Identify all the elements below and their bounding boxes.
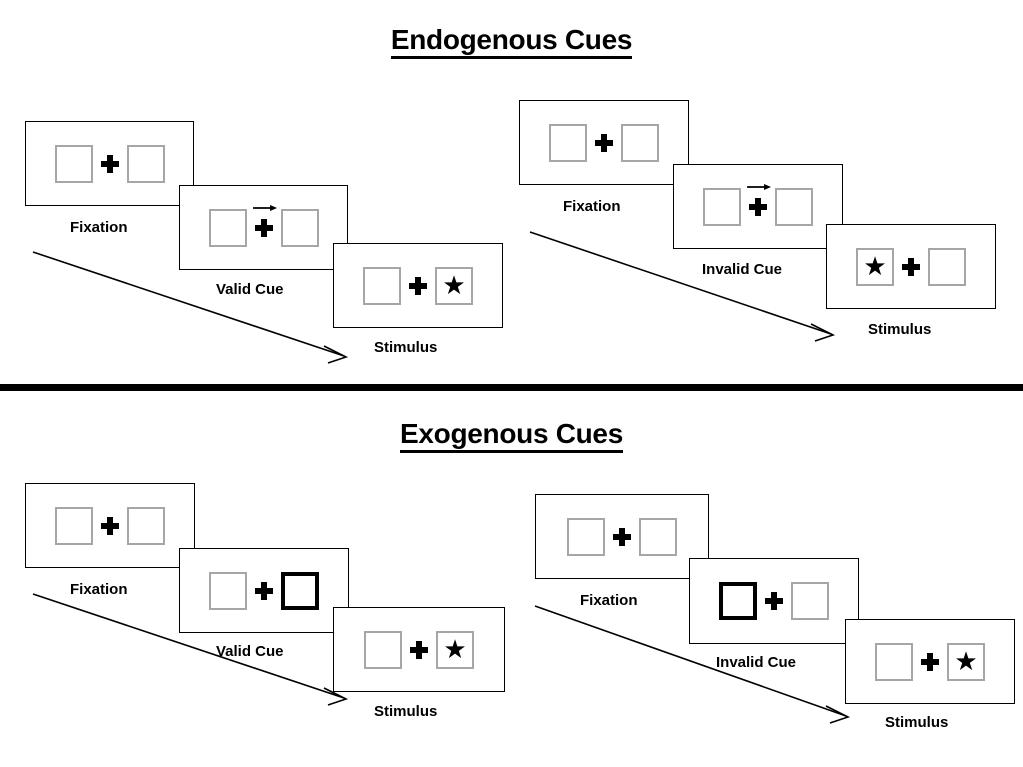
timeline-arrow-endogenous-invalid bbox=[529, 231, 836, 342]
fixation-cross-icon bbox=[93, 516, 127, 535]
caption-exogenous-valid-fixation: Fixation bbox=[70, 581, 128, 598]
panel-content: ★ bbox=[364, 630, 474, 669]
caption-endogenous-invalid-fixation: Fixation bbox=[563, 198, 621, 215]
right-placeholder-box-with-star: ★ bbox=[436, 630, 474, 669]
caption-endogenous-invalid-stimulus: Stimulus bbox=[868, 321, 932, 338]
section-title-exogenous: Exogenous Cues bbox=[0, 418, 1023, 453]
left-placeholder-box bbox=[364, 630, 402, 669]
panel-content bbox=[208, 204, 319, 247]
fixation-cross-icon bbox=[247, 204, 281, 237]
left-placeholder-box bbox=[209, 571, 247, 610]
right-placeholder-box bbox=[639, 517, 677, 556]
panel-content: ★ bbox=[875, 642, 985, 681]
timeline-arrow-exogenous-valid bbox=[32, 593, 349, 706]
star-icon: ★ bbox=[954, 645, 978, 676]
fixation-cross-icon bbox=[605, 527, 639, 546]
arrow-right-icon bbox=[747, 183, 772, 190]
caption-exogenous-invalid-cue: Invalid Cue bbox=[716, 654, 797, 671]
panel-content bbox=[55, 506, 165, 545]
left-placeholder-box bbox=[875, 642, 913, 681]
section-title-endogenous: Endogenous Cues bbox=[0, 24, 1023, 59]
left-placeholder-box bbox=[703, 187, 741, 226]
right-placeholder-box bbox=[621, 123, 659, 162]
left-placeholder-box bbox=[54, 144, 93, 183]
panel-endogenous-valid-stimulus[interactable]: ★ bbox=[333, 243, 503, 328]
fixation-cross-icon bbox=[402, 640, 436, 659]
right-placeholder-box bbox=[791, 582, 829, 620]
fixation-cross-icon bbox=[741, 183, 775, 216]
panel-content: ★ bbox=[856, 247, 966, 286]
panel-endogenous-invalid-cue[interactable] bbox=[673, 164, 843, 249]
right-placeholder-box-with-star: ★ bbox=[435, 266, 473, 305]
fixation-cross-icon bbox=[93, 154, 127, 173]
caption-exogenous-valid-stimulus: Stimulus bbox=[374, 703, 438, 720]
panel-content bbox=[703, 183, 813, 226]
star-icon: ★ bbox=[863, 250, 887, 281]
star-icon: ★ bbox=[443, 633, 467, 664]
panel-exogenous-valid-cue[interactable] bbox=[179, 548, 349, 633]
caption-endogenous-invalid-cue: Invalid Cue bbox=[702, 261, 783, 278]
caption-endogenous-valid-stimulus: Stimulus bbox=[374, 339, 438, 356]
panel-exogenous-invalid-stimulus[interactable]: ★ bbox=[845, 619, 1015, 704]
panel-exogenous-invalid-cue[interactable] bbox=[689, 558, 859, 644]
left-placeholder-box-cued bbox=[719, 582, 757, 620]
left-placeholder-box-with-star: ★ bbox=[856, 247, 894, 286]
section-title-endogenous-text: Endogenous Cues bbox=[390, 24, 632, 59]
fixation-cross-icon bbox=[401, 276, 435, 295]
panel-content bbox=[54, 144, 165, 183]
arrow-right-icon bbox=[252, 204, 277, 211]
right-placeholder-box-cued bbox=[281, 571, 319, 610]
fixation-cross-icon bbox=[247, 581, 281, 600]
caption-endogenous-valid-cue: Valid Cue bbox=[216, 281, 284, 298]
panel-content bbox=[719, 582, 829, 620]
caption-endogenous-valid-fixation: Fixation bbox=[70, 219, 128, 236]
panel-exogenous-invalid-fixation[interactable] bbox=[535, 494, 709, 579]
caption-exogenous-invalid-fixation: Fixation bbox=[580, 592, 638, 609]
right-placeholder-box bbox=[775, 187, 813, 226]
panel-endogenous-invalid-stimulus[interactable]: ★ bbox=[826, 224, 996, 309]
timeline-arrow-endogenous-valid bbox=[32, 251, 349, 364]
caption-exogenous-valid-cue: Valid Cue bbox=[216, 643, 284, 660]
panel-endogenous-valid-fixation[interactable] bbox=[25, 121, 194, 206]
fixation-cross-icon bbox=[894, 257, 928, 276]
panel-content: ★ bbox=[363, 266, 473, 305]
timeline-arrow-exogenous-invalid bbox=[534, 605, 851, 724]
left-placeholder-box bbox=[55, 506, 93, 545]
left-placeholder-box bbox=[208, 208, 247, 247]
section-divider bbox=[0, 384, 1023, 391]
right-placeholder-box bbox=[280, 208, 319, 247]
fixation-cross-icon bbox=[757, 592, 791, 610]
panel-content bbox=[549, 123, 659, 162]
right-placeholder-box bbox=[127, 506, 165, 545]
panel-content bbox=[567, 517, 677, 556]
left-placeholder-box bbox=[549, 123, 587, 162]
left-placeholder-box bbox=[363, 266, 401, 305]
caption-exogenous-invalid-stimulus: Stimulus bbox=[885, 714, 949, 731]
section-title-exogenous-text: Exogenous Cues bbox=[400, 418, 623, 453]
panel-exogenous-valid-fixation[interactable] bbox=[25, 483, 195, 568]
panel-endogenous-invalid-fixation[interactable] bbox=[519, 100, 689, 185]
star-icon: ★ bbox=[442, 269, 466, 300]
panel-content bbox=[209, 571, 319, 610]
panel-endogenous-valid-cue[interactable] bbox=[179, 185, 348, 270]
fixation-cross-icon bbox=[913, 652, 947, 671]
left-placeholder-box bbox=[567, 517, 605, 556]
right-placeholder-box bbox=[126, 144, 165, 183]
fixation-cross-icon bbox=[587, 133, 621, 152]
right-placeholder-box-with-star: ★ bbox=[947, 642, 985, 681]
panel-exogenous-valid-stimulus[interactable]: ★ bbox=[333, 607, 505, 692]
right-placeholder-box bbox=[928, 247, 966, 286]
